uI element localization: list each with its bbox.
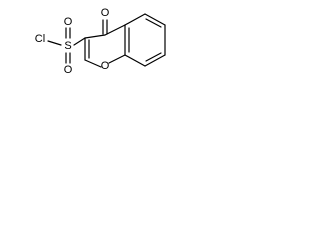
bond-c5-c6-double [145,18,162,28]
atom-label-sulfur: S [64,40,71,52]
atom-label-chlorine: Cl [35,33,45,45]
bond-c7-c8 [144,54,166,67]
bond-c8-c8a [124,54,146,67]
bond-c7-c8-double [145,52,162,62]
atom-label-carbonyl-oxygen: O [101,7,110,19]
atom-label-ring-oxygen: O [101,60,110,72]
bond-s-cl [47,40,62,46]
bond-c4a-c5 [124,13,146,26]
bond-c8a-o1 [108,54,126,64]
atom-label-sulfonyl-oxygen-top: O [64,16,73,28]
chromone-sulfonyl-chloride-structure: O O S O O Cl [35,7,166,76]
structure-canvas: O O S O O Cl [0,0,179,103]
bond-c4-c4a [104,24,126,36]
bond-o1-c2 [84,59,102,68]
bond-c3-c4 [84,34,106,39]
bond-c3-s [73,37,86,46]
atom-label-sulfonyl-oxygen-bottom: O [64,64,73,76]
bond-c5-c6 [144,13,166,26]
